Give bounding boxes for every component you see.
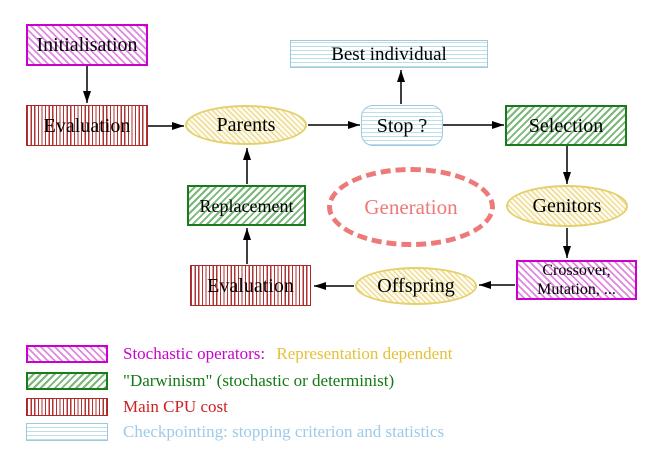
node-evaluation-top-label: Evaluation	[43, 114, 131, 137]
node-genitors-label: Genitors	[532, 195, 602, 217]
legend-representation-text: Representation dependent	[276, 344, 453, 363]
node-best-individual: Best individual	[290, 40, 488, 68]
node-crossover-line2: Mutation, ...	[537, 281, 616, 298]
node-generation-label: Generation	[364, 194, 458, 219]
node-stop: Stop ?	[361, 105, 443, 146]
node-evaluation-bottom-label: Evaluation	[207, 274, 294, 297]
node-replacement-label: Replacement	[199, 195, 294, 216]
legend-label-checkpointing: Checkpointing: stopping criterion and st…	[123, 422, 445, 441]
node-crossover-mutation: Crossover, Mutation, ...	[516, 260, 637, 300]
node-selection: Selection	[505, 105, 627, 146]
node-best-individual-label: Best individual	[331, 43, 447, 65]
node-stop-label: Stop ?	[376, 114, 428, 137]
node-parents: Parents	[185, 105, 307, 145]
node-parents-label: Parents	[216, 114, 276, 136]
legend-label-darwinism: "Darwinism" (stochastic or determinist)	[123, 371, 395, 390]
legend-swatch-darwinism	[26, 372, 108, 390]
node-offspring-label: Offspring	[377, 275, 455, 297]
legend-label-cpu: Main CPU cost	[123, 397, 228, 416]
node-generation: Generation	[327, 167, 495, 247]
node-evaluation-top: Evaluation	[26, 105, 148, 146]
legend-swatch-cpu	[26, 398, 108, 416]
legend-swatch-checkpointing	[26, 423, 108, 441]
legend-label-stochastic: Stochastic operators: Representation dep…	[123, 345, 452, 363]
node-crossover-line1: Crossover,	[542, 261, 611, 279]
node-offspring: Offspring	[355, 267, 477, 305]
node-replacement: Replacement	[187, 185, 306, 226]
legend-stochastic-text: Stochastic operators:	[123, 344, 266, 363]
node-selection-label: Selection	[528, 114, 604, 137]
node-initialisation-label: Initialisation	[36, 34, 138, 56]
node-initialisation: Initialisation	[26, 24, 148, 66]
legend-swatch-stochastic	[26, 345, 108, 363]
node-evaluation-bottom: Evaluation	[190, 265, 311, 306]
node-genitors: Genitors	[506, 185, 628, 227]
